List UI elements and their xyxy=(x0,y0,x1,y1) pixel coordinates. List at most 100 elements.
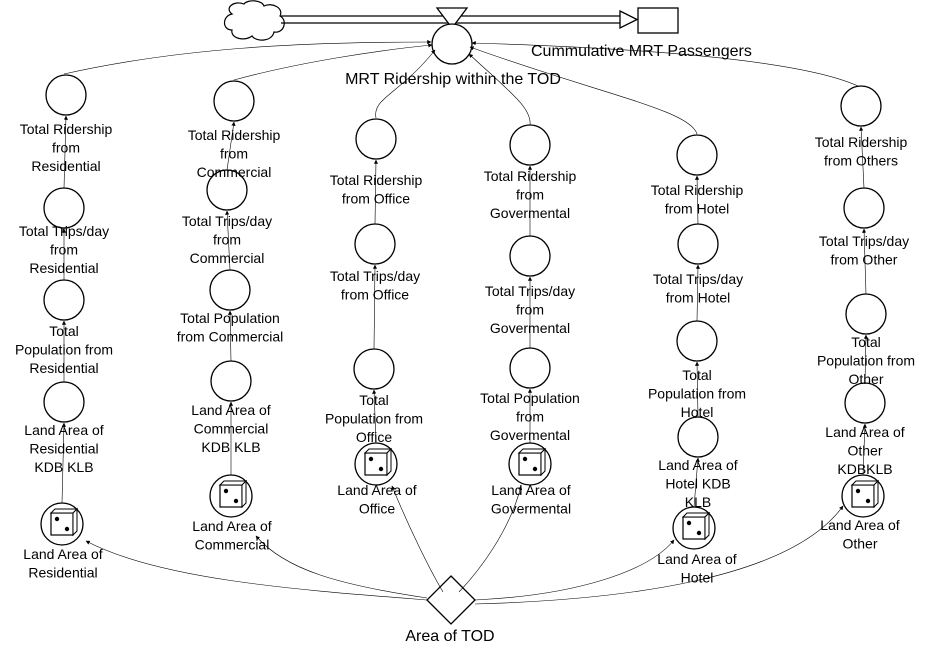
links xyxy=(61,39,869,605)
node-land-area-commercial xyxy=(209,474,253,518)
node-population-commercial xyxy=(209,269,251,311)
label-ridership-office-line: from Office xyxy=(342,191,410,207)
link-other-3 xyxy=(859,126,865,189)
label-population-residential-line: Residential xyxy=(29,360,98,376)
node-ridership-commercial xyxy=(213,80,255,122)
label-land-area-office: Land Area of Office xyxy=(337,482,417,517)
label-ridership-office-line: Total Ridership xyxy=(330,172,423,188)
node-trips-commercial xyxy=(206,169,248,211)
link-commercial-to-mrt xyxy=(233,43,433,81)
label-land-area-kdb-residential-line: Residential xyxy=(29,441,98,457)
link-area-to-hotel xyxy=(474,539,675,601)
node-trips-residential xyxy=(43,187,85,229)
label-trips-other-line: from Other xyxy=(831,252,898,268)
label-land-area-kdb-other-line: KDBKLB xyxy=(837,461,892,477)
label-land-area-govermental-line: Land Area of xyxy=(491,482,571,498)
node-land-area-hotel xyxy=(672,506,716,550)
link-office-1 xyxy=(372,264,378,350)
label-ridership-hotel-line: from Hotel xyxy=(665,201,730,217)
link-commercial-1 xyxy=(227,310,233,362)
label-ridership-residential-line: Residential xyxy=(31,158,100,174)
node-land-area-kdb-residential xyxy=(43,381,85,423)
label-land-area-kdb-hotel-line: Land Area of xyxy=(658,457,738,473)
label-trips-office-line: Total Trips/day xyxy=(330,268,420,284)
node-trips-office xyxy=(354,223,396,265)
label-population-other-line: Other xyxy=(848,371,883,387)
flow-valve-icon xyxy=(435,7,469,30)
label-land-area-kdb-hotel-line: Hotel KDB xyxy=(665,476,730,492)
label-population-residential-line: Population from xyxy=(15,342,113,358)
label-land-area-kdb-commercial-line: Land Area of xyxy=(191,402,271,418)
link-office-2 xyxy=(373,159,379,225)
label-land-area-kdb-commercial-line: KDB KLB xyxy=(201,439,260,455)
link-commercial-3 xyxy=(226,121,236,171)
node-population-other xyxy=(845,293,887,335)
label-population-govermental-line: from xyxy=(516,409,544,425)
node-population-hotel xyxy=(676,320,718,362)
label-population-office-line: Total xyxy=(359,392,389,408)
node-land-area-residential xyxy=(40,502,84,546)
link-other-2 xyxy=(862,228,867,295)
label-trips-govermental-line: Total Trips/day xyxy=(485,283,575,299)
label-ridership-govermental-line: Govermental xyxy=(490,205,570,221)
stock-cummulative-mrt-passengers xyxy=(637,7,679,34)
link-office-0 xyxy=(372,389,377,444)
label-ridership-office: Total Ridership from Office xyxy=(330,172,423,207)
label-ridership-hotel-line: Total Ridership xyxy=(651,182,744,198)
label-land-area-commercial-line: Commercial xyxy=(195,537,270,553)
label-land-area-office-line: Land Area of xyxy=(337,482,417,498)
node-ridership-office xyxy=(355,118,397,160)
label-land-area-hotel-line: Land Area of xyxy=(657,551,737,567)
label-population-hotel-line: Population from xyxy=(648,386,746,402)
link-area-to-other xyxy=(474,505,844,605)
label-trips-govermental-line: from xyxy=(516,302,544,318)
link-residential-to-mrt xyxy=(63,39,432,75)
label-ridership-govermental-line: from xyxy=(516,187,544,203)
link-other-0 xyxy=(862,423,867,476)
link-hotel-2 xyxy=(695,264,701,322)
link-hotel-0 xyxy=(693,457,700,508)
label-population-commercial-line: Total Population xyxy=(180,310,280,326)
link-other-to-mrt xyxy=(471,41,859,87)
node-trips-govermental xyxy=(509,235,551,277)
link-area-to-commercial xyxy=(255,535,428,599)
flow-label: MRT Ridership within the TOD xyxy=(345,71,561,88)
label-land-area-residential-line: Residential xyxy=(28,565,97,581)
label-land-area-kdb-residential-line: Land Area of xyxy=(24,422,104,438)
label-population-hotel-line: Total xyxy=(682,367,712,383)
node-land-area-govermental xyxy=(508,442,552,486)
label-ridership-hotel: Total Ridership from Hotel xyxy=(651,182,744,217)
label-land-area-office-line: Office xyxy=(359,501,396,517)
label-population-other-line: Total xyxy=(851,334,881,350)
label-ridership-commercial-line: from xyxy=(220,146,248,162)
node-population-office xyxy=(353,348,395,390)
node-land-area-other xyxy=(841,474,885,518)
link-hotel-to-mrt xyxy=(469,46,698,135)
label-population-other-line: Population from xyxy=(817,353,915,369)
node-ridership-other xyxy=(840,85,882,127)
link-area-to-govermental xyxy=(458,485,523,593)
label-ridership-govermental-line: Total Ridership xyxy=(484,168,577,184)
label-population-residential-line: Total xyxy=(49,323,79,339)
link-office-to-mrt xyxy=(375,49,436,119)
label-trips-commercial-line: Total Trips/day xyxy=(182,213,272,229)
label-land-area-hotel-line: Hotel xyxy=(681,570,714,586)
label-ridership-other-line: from Others xyxy=(824,153,898,169)
label-population-office-line: Population from xyxy=(325,411,423,427)
label-land-area-kdb-residential-line: KDB KLB xyxy=(34,459,93,475)
label-trips-other-line: Total Trips/day xyxy=(819,233,909,249)
